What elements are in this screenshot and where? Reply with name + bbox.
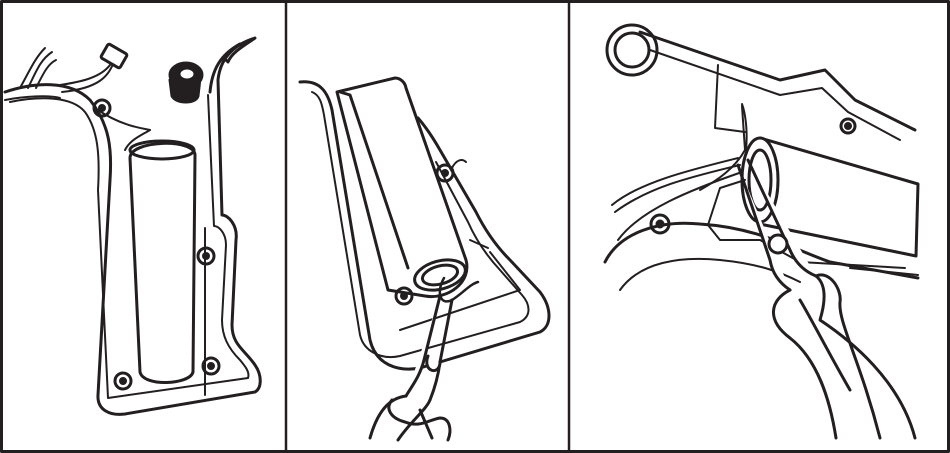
shell-top-edge (638, 30, 917, 132)
needle-nose-pliers-icon (368, 294, 454, 442)
screw-boss-icon (394, 163, 455, 306)
connector-icon (99, 42, 129, 70)
battery-cell-icon (128, 139, 197, 384)
wire-6 (124, 129, 151, 151)
grommet-icon (605, 23, 659, 77)
shell-inner (311, 91, 530, 358)
handle-edge-left (4, 95, 61, 101)
shell-floor-edge (399, 251, 521, 331)
panel-3 (603, 23, 920, 440)
housing-post (714, 64, 746, 133)
needle-nose-pliers-icon (736, 158, 917, 440)
wire-4 (59, 64, 111, 86)
shell-top-edge-inner (649, 49, 901, 141)
housing-lower-edge (849, 267, 919, 276)
handle-shell-inner (9, 94, 250, 399)
shell-outer (298, 80, 551, 371)
wire-7 (97, 109, 151, 131)
wire-1 (19, 47, 46, 89)
boss-tab (451, 159, 467, 169)
battery-cell-icon (335, 76, 469, 299)
wire-2 (27, 51, 53, 89)
panel-1 (3, 36, 262, 416)
handle-shell-top (208, 42, 242, 94)
grommet-icon (168, 61, 204, 104)
shell-rib (469, 239, 489, 249)
wire-bundle-icon (611, 103, 748, 241)
wire-3 (35, 59, 57, 89)
housing-lower-outer (603, 221, 920, 280)
panel-2 (298, 76, 551, 442)
